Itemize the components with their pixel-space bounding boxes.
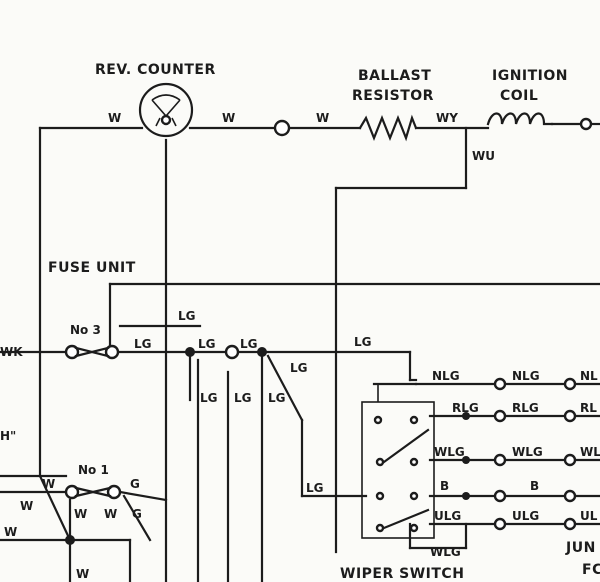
wire-label-g-2: G	[132, 507, 142, 521]
ballast-resistor-symbol	[358, 114, 418, 142]
wire-label-b-2: B	[530, 479, 539, 493]
wire-label-lg-2: LG	[134, 337, 152, 351]
inline-connector-top	[273, 119, 291, 137]
wire-label-w-7: W	[104, 507, 117, 521]
partial-left-text: H"	[0, 429, 16, 443]
wire-label-w-4: W	[42, 477, 55, 491]
wire-label-w-5: W	[20, 499, 33, 513]
ignition-coil-symbol	[486, 112, 593, 131]
fuse-no1	[64, 484, 122, 500]
wire-label-lg-1: LG	[178, 309, 196, 323]
wire-label-lg-5: LG	[354, 335, 372, 349]
fuse-no3-label: No 3	[70, 323, 101, 337]
wire-label-lg-9: LG	[268, 391, 286, 405]
wire-label-ul-cut: UL	[580, 509, 598, 523]
wiper-switch-symbol	[361, 384, 435, 539]
wire-label-lg-8: LG	[234, 391, 252, 405]
wire-label-w-1: W	[108, 111, 121, 125]
lg-junction-terminals	[65, 344, 267, 545]
wire-label-ulg-1: ULG	[434, 509, 461, 523]
wire-label-wu: WU	[472, 149, 495, 163]
wire-label-rlg-2: RLG	[512, 401, 539, 415]
wire-label-w-3: W	[316, 111, 329, 125]
wiper-switch-label: WIPER SWITCH	[340, 566, 464, 582]
wire-color-labels: W W W WY WU WK LG LG LG LG LG LG LG LG L…	[0, 111, 600, 581]
wire-label-g-1: G	[130, 477, 140, 491]
wire-label-lg-7: LG	[200, 391, 218, 405]
rev-counter-label: REV. COUNTER	[95, 62, 216, 78]
wire-label-nl-cut: NL	[580, 369, 598, 383]
wire-label-lg-3: LG	[198, 337, 216, 351]
wire-label-b-1: B	[440, 479, 449, 493]
ignition-label-line1: IGNITION	[492, 68, 568, 84]
fuse-no1-label: No 1	[78, 463, 109, 477]
wire-label-wlg-3: WLG	[430, 545, 461, 559]
wire-label-nlg-2: NLG	[512, 369, 540, 383]
wire-label-rl-cut: RL	[580, 401, 597, 415]
ballast-label-line2: RESISTOR	[352, 88, 434, 104]
wire-label-wy: WY	[436, 111, 458, 125]
wire-label-lg-6: LG	[290, 361, 308, 375]
wire-label-wlg-2: WLG	[512, 445, 543, 459]
rev-counter-gauge	[138, 82, 194, 138]
ballast-label-line1: BALLAST	[358, 68, 431, 84]
component-labels: REV. COUNTER BALLAST RESISTOR IGNITION C…	[0, 62, 600, 582]
wire-label-w-6: W	[74, 507, 87, 521]
wire-label-lg-4: LG	[240, 337, 258, 351]
junction-label-fragment-2: FC	[582, 562, 600, 578]
wire-label-w-2: W	[222, 111, 235, 125]
fuse-unit-label: FUSE UNIT	[48, 260, 136, 276]
wire-label-wl-cut: WL	[580, 445, 600, 459]
wires	[0, 122, 600, 582]
wire-label-w-8: W	[4, 525, 17, 539]
fuse-no3	[64, 344, 120, 360]
wire-label-w-9: W	[76, 567, 89, 581]
wire-label-wk: WK	[0, 345, 23, 359]
wire-label-lg-10: LG	[306, 481, 324, 495]
wire-label-nlg-1: NLG	[432, 369, 460, 383]
wire-label-wlg-1: WLG	[434, 445, 465, 459]
output-terminals	[462, 377, 577, 531]
wire-label-ulg-2: ULG	[512, 509, 539, 523]
wire-label-rlg-1: RLG	[452, 401, 479, 415]
ignition-label-line2: COIL	[500, 88, 538, 104]
junction-label-fragment-1: JUN	[565, 540, 596, 556]
